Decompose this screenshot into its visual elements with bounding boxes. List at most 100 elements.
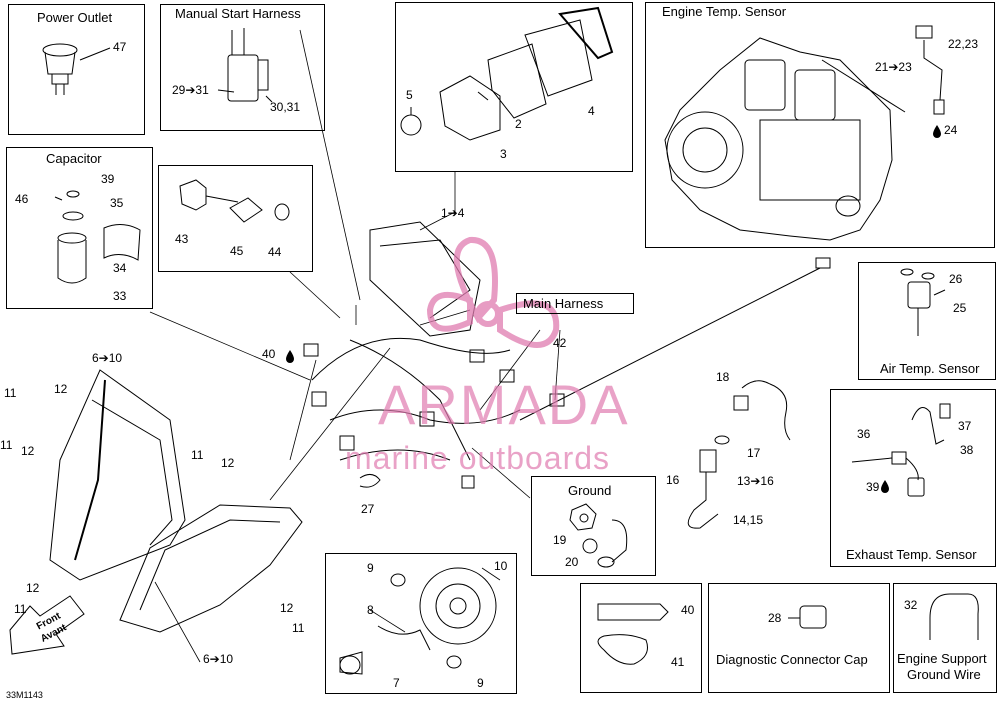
title-exhaust-temp-sensor: Exhaust Temp. Sensor	[846, 547, 977, 562]
callout-9-top: 9	[367, 561, 374, 575]
callout-39-capacitor: 39	[101, 172, 115, 186]
callout-41: 41	[671, 655, 685, 669]
callout-33: 33	[113, 289, 127, 303]
callout-18: 18	[716, 370, 730, 384]
callout-29-31: 29➔31	[172, 83, 209, 97]
callout-7: 7	[393, 676, 400, 690]
callout-12-b: 12	[21, 444, 35, 458]
sealant-drop-icons	[286, 125, 941, 493]
callout-46: 46	[15, 192, 29, 206]
capacitor-box	[6, 147, 153, 309]
callout-11-b: 11	[0, 438, 13, 452]
callout-38: 38	[960, 443, 974, 457]
title-capacitor: Capacitor	[46, 151, 102, 166]
bulb-reflector-box	[325, 553, 517, 694]
title-engine-support-line1: Engine Support	[897, 651, 987, 666]
air-temp-sensor-part	[900, 268, 946, 336]
callout-40-harness: 40	[262, 347, 276, 361]
callout-11-c: 11	[191, 448, 204, 462]
sensor-kit-part	[179, 179, 290, 223]
title-manual-start-harness: Manual Start Harness	[175, 6, 301, 21]
callout-12-d: 12	[26, 581, 40, 595]
air-temp-sensor-box	[858, 262, 996, 380]
exhaust-temp-sensor-box	[830, 389, 996, 567]
ground-box	[531, 476, 656, 576]
callout-40-tube: 40	[681, 603, 695, 617]
callout-3: 3	[500, 147, 507, 161]
callout-43: 43	[175, 232, 189, 246]
watermark-brand: ARMADA	[378, 373, 630, 436]
callout-5: 5	[406, 88, 413, 102]
callout-12-a: 12	[54, 382, 68, 396]
gauge-box	[395, 2, 633, 172]
title-main-harness: Main Harness	[523, 296, 604, 311]
callout-35: 35	[110, 196, 124, 210]
right-headlight-part	[119, 504, 303, 633]
callout-11-e: 11	[292, 621, 305, 635]
ground-parts	[569, 503, 628, 568]
callout-12-c: 12	[221, 456, 235, 470]
diagnostic-connector-cap-box	[708, 583, 890, 693]
callout-34: 34	[113, 261, 127, 275]
gauge-parts	[400, 6, 614, 141]
callout-4: 4	[588, 104, 595, 118]
callout-32: 32	[904, 598, 918, 612]
callout-6-10-top: 6➔10	[92, 351, 123, 365]
engine-support-ground-wire-box	[893, 583, 997, 693]
watermark-logo	[426, 236, 560, 348]
callout-9-bottom: 9	[477, 676, 484, 690]
title-power-outlet: Power Outlet	[37, 10, 113, 25]
callout-24: 24	[944, 123, 958, 137]
callout-45: 45	[230, 244, 244, 258]
capacitor-part	[54, 190, 141, 284]
tube-clamp-box	[580, 583, 702, 693]
callout-11-d: 11	[14, 602, 27, 616]
title-diagnostic-connector-cap: Diagnostic Connector Cap	[716, 652, 868, 667]
left-headlight-part	[49, 369, 186, 581]
callout-11-a: 11	[4, 386, 17, 400]
callout-19: 19	[553, 533, 567, 547]
engine-temp-sensor-box	[645, 2, 995, 248]
front-arrow-icon	[9, 595, 85, 655]
callout-20: 20	[565, 555, 579, 569]
title-ground: Ground	[568, 483, 612, 498]
main-harness-label-box	[516, 293, 634, 314]
manual-start-harness-part	[217, 28, 273, 103]
tether-cord-part	[687, 380, 791, 529]
callout-8: 8	[367, 603, 374, 617]
callout-1-4: 1➔4	[441, 206, 465, 220]
exhaust-temp-sensor-part	[851, 403, 951, 497]
manual-start-harness-box	[160, 4, 325, 131]
figure-code: 33M1143	[6, 690, 43, 700]
callout-6-10-bottom: 6➔10	[203, 652, 234, 666]
callout-2: 2	[515, 117, 522, 131]
callout-30-31: 30,31	[270, 100, 301, 114]
title-engine-temp-sensor: Engine Temp. Sensor	[662, 4, 787, 19]
callout-12-e: 12	[280, 601, 294, 615]
callout-13-16: 13➔16	[737, 474, 774, 488]
title-air-temp-sensor: Air Temp. Sensor	[880, 361, 980, 376]
watermark-tagline: marine outboards	[345, 440, 611, 476]
power-outlet-box	[8, 4, 145, 135]
callout-16: 16	[666, 473, 680, 487]
callout-25: 25	[953, 301, 967, 315]
callout-39-exhaust: 39	[866, 480, 880, 494]
callout-36: 36	[857, 427, 871, 441]
callout-47: 47	[113, 40, 127, 54]
tube-clamp-part	[597, 603, 669, 665]
ground-wire-part	[929, 593, 979, 640]
callout-10: 10	[494, 559, 508, 573]
callout-37: 37	[958, 419, 972, 433]
callout-26: 26	[949, 272, 963, 286]
callout-42: 42	[553, 336, 567, 350]
callout-22-23: 22,23	[948, 37, 979, 51]
sensor-kit-box	[158, 165, 313, 272]
power-outlet-part	[42, 43, 111, 95]
callout-21-23: 21➔23	[875, 60, 912, 74]
callout-44: 44	[268, 245, 282, 259]
callout-14-15: 14,15	[733, 513, 764, 527]
callout-27: 27	[361, 502, 375, 516]
callout-28: 28	[768, 611, 782, 625]
